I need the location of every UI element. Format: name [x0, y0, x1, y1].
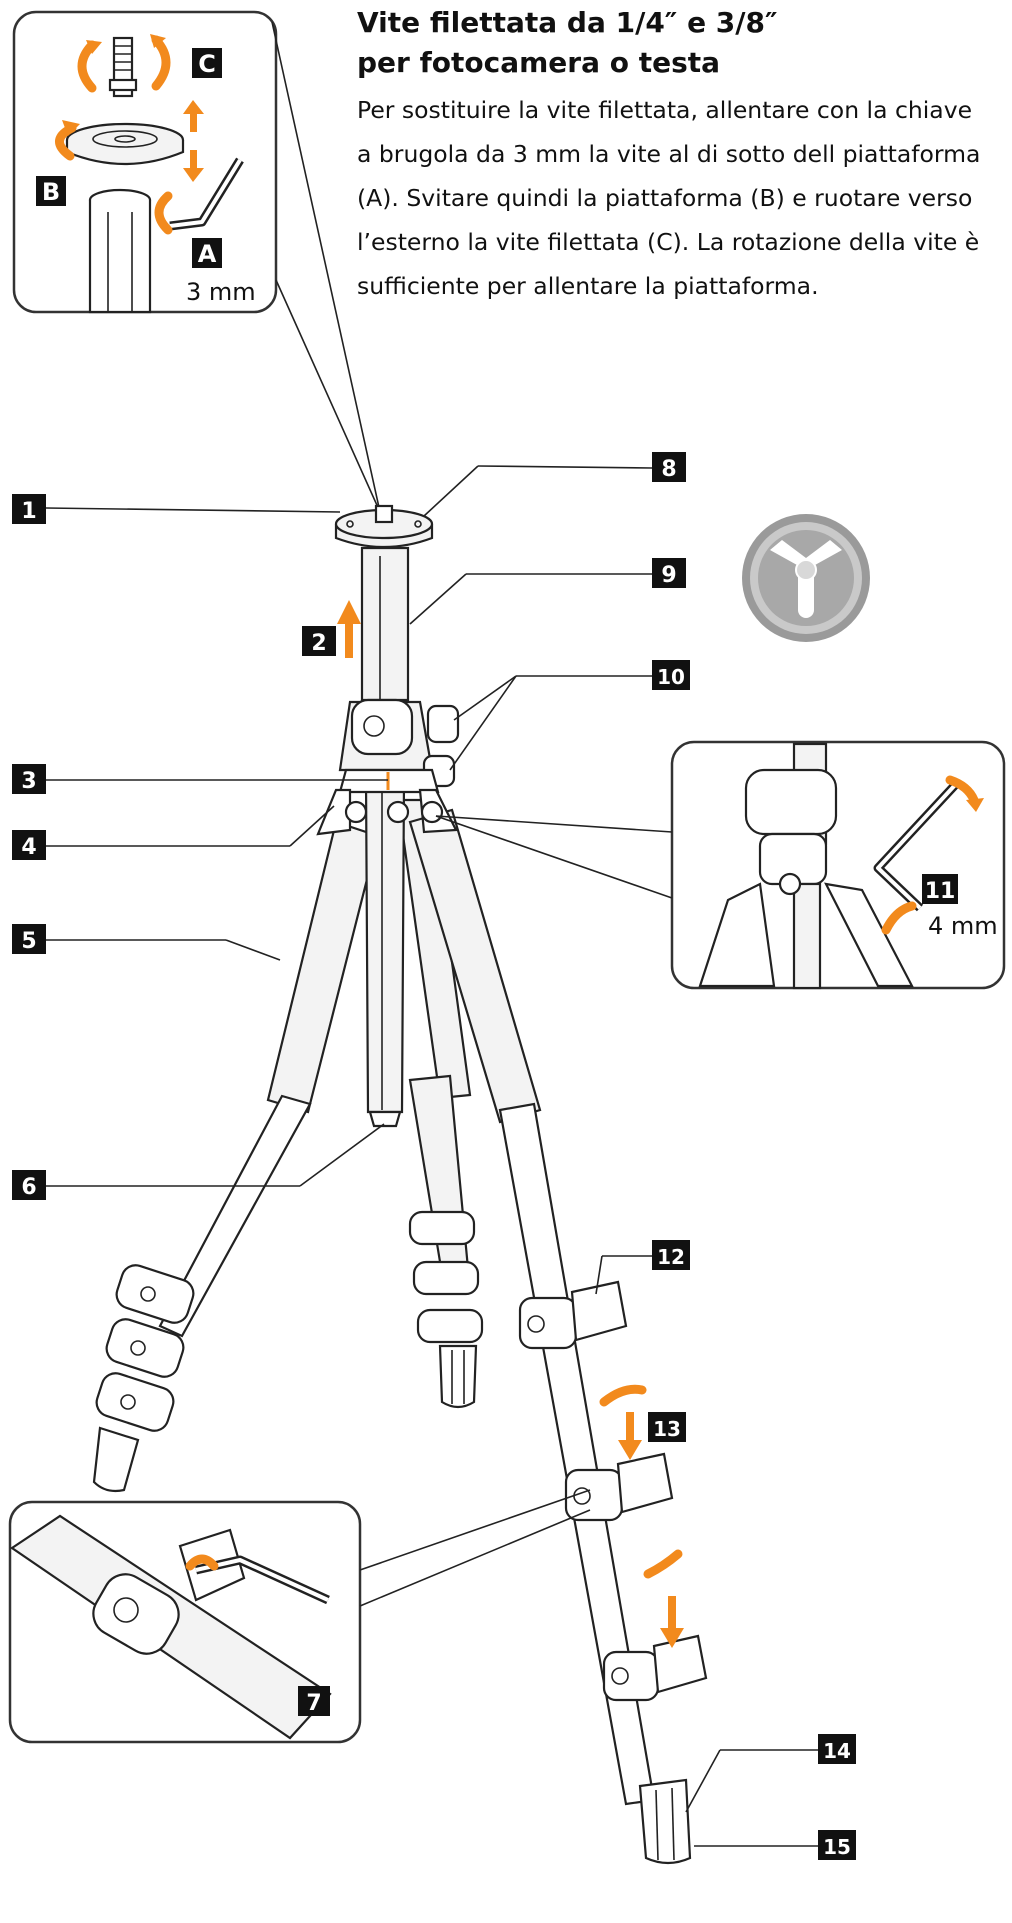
- svg-text:1: 1: [21, 499, 36, 524]
- svg-text:12: 12: [657, 1245, 685, 1269]
- up-down-arrow-icon: [183, 100, 204, 182]
- paragraph-line-3: (A). Svitare quindi la piattaforma (B) e…: [357, 184, 972, 212]
- column-top-icon: [88, 188, 152, 314]
- callout-4: 4: [12, 830, 46, 860]
- platform-disc-icon: [65, 122, 185, 166]
- heading-line-2: per fotocamera o testa: [357, 46, 720, 79]
- svg-text:14: 14: [823, 1739, 851, 1763]
- paragraph-line-2: a brugola da 3 mm la vite al di sotto de…: [357, 140, 980, 168]
- svg-text:6: 6: [21, 1175, 36, 1200]
- callout-9: 9: [652, 558, 686, 588]
- svg-text:4: 4: [21, 835, 36, 860]
- svg-text:13: 13: [653, 1417, 681, 1441]
- paragraph-line-5: sufficiente per allentare la piattaforma…: [357, 272, 819, 300]
- inset-right-leader: [435, 815, 673, 899]
- rotate-arrow-icon: [185, 1554, 219, 1571]
- screw-icon: [108, 36, 138, 98]
- paragraph-line-1: Per sostituire la vite filettata, allent…: [357, 96, 972, 124]
- inset-right: 11 4 mm: [670, 740, 1006, 990]
- rotate-arrow-icon: [945, 775, 979, 805]
- center-column: [360, 546, 410, 1128]
- callout-12: 12: [652, 1240, 690, 1270]
- label-a: [192, 238, 222, 268]
- tripod-illustration: [92, 504, 708, 1865]
- callout-5: 5: [12, 924, 46, 954]
- label-7: [298, 1686, 330, 1716]
- lock-knob-icon: [426, 704, 460, 744]
- svg-text:10: 10: [657, 665, 685, 689]
- label-b-text: B: [42, 178, 60, 206]
- rotate-arrow-icon: [599, 1384, 647, 1407]
- callout-15: 15: [818, 1830, 856, 1860]
- callout-3: 3: [12, 764, 46, 794]
- callout-8: 8: [652, 452, 686, 482]
- foot-icon: [638, 1778, 692, 1865]
- svg-text:15: 15: [823, 1835, 851, 1859]
- label-7-text: 7: [306, 1691, 321, 1716]
- tripod-leg-left: [92, 820, 380, 1493]
- callout-6: 6: [12, 1170, 46, 1200]
- rotate-arrow-icon: [77, 40, 97, 93]
- callout-leaders: [45, 465, 818, 1847]
- label-b: [36, 176, 66, 206]
- tripod-leg-back: [396, 798, 484, 1409]
- rotate-arrow-icon: [881, 901, 917, 935]
- svg-text:8: 8: [661, 457, 676, 482]
- size-4mm: 4 mm: [928, 912, 998, 940]
- inset-bottom-leader: [359, 1509, 591, 1607]
- inset-bottom-leader: [359, 1489, 591, 1571]
- svg-text:9: 9: [661, 563, 676, 588]
- rotate-arrow-icon: [643, 1549, 683, 1579]
- tripod-leg-right: [408, 808, 708, 1865]
- svg-text:2: 2: [311, 631, 326, 656]
- svg-text:5: 5: [21, 929, 36, 954]
- inset-top-leader: [275, 279, 381, 513]
- size-3mm: 3 mm: [186, 278, 256, 306]
- label-c: [192, 48, 222, 78]
- paragraph-line-4: l’esterno la vite filettata (C). La rota…: [357, 228, 979, 256]
- callout-10: 10: [652, 660, 690, 690]
- leg-lock-upper: [518, 1280, 628, 1350]
- inset-top-leader: [271, 21, 381, 513]
- tripod-badge-icon: [742, 514, 870, 642]
- inset-bottom: 7: [8, 1500, 362, 1744]
- callout-1: 1: [12, 494, 46, 524]
- label-a-text: A: [198, 240, 217, 268]
- callout-13: 13: [648, 1412, 686, 1442]
- heading-line-1: Vite filettata da 1/4″ e 3/8″: [357, 6, 778, 39]
- label-11: [922, 874, 958, 904]
- tripod-head: [316, 698, 460, 836]
- inset-right-leader: [435, 815, 673, 833]
- leg-lock-middle: [564, 1452, 674, 1522]
- camera-platform: [334, 504, 434, 549]
- svg-text:3: 3: [21, 769, 36, 794]
- rotate-arrow-icon: [154, 191, 173, 235]
- callout-14: 14: [818, 1734, 856, 1764]
- label-11-text: 11: [925, 879, 956, 904]
- leg-lock-lower: [602, 1634, 708, 1702]
- label-c-text: C: [198, 50, 216, 78]
- inset-top: C B A 3 mm: [12, 10, 278, 314]
- callout-2: 2: [302, 626, 336, 656]
